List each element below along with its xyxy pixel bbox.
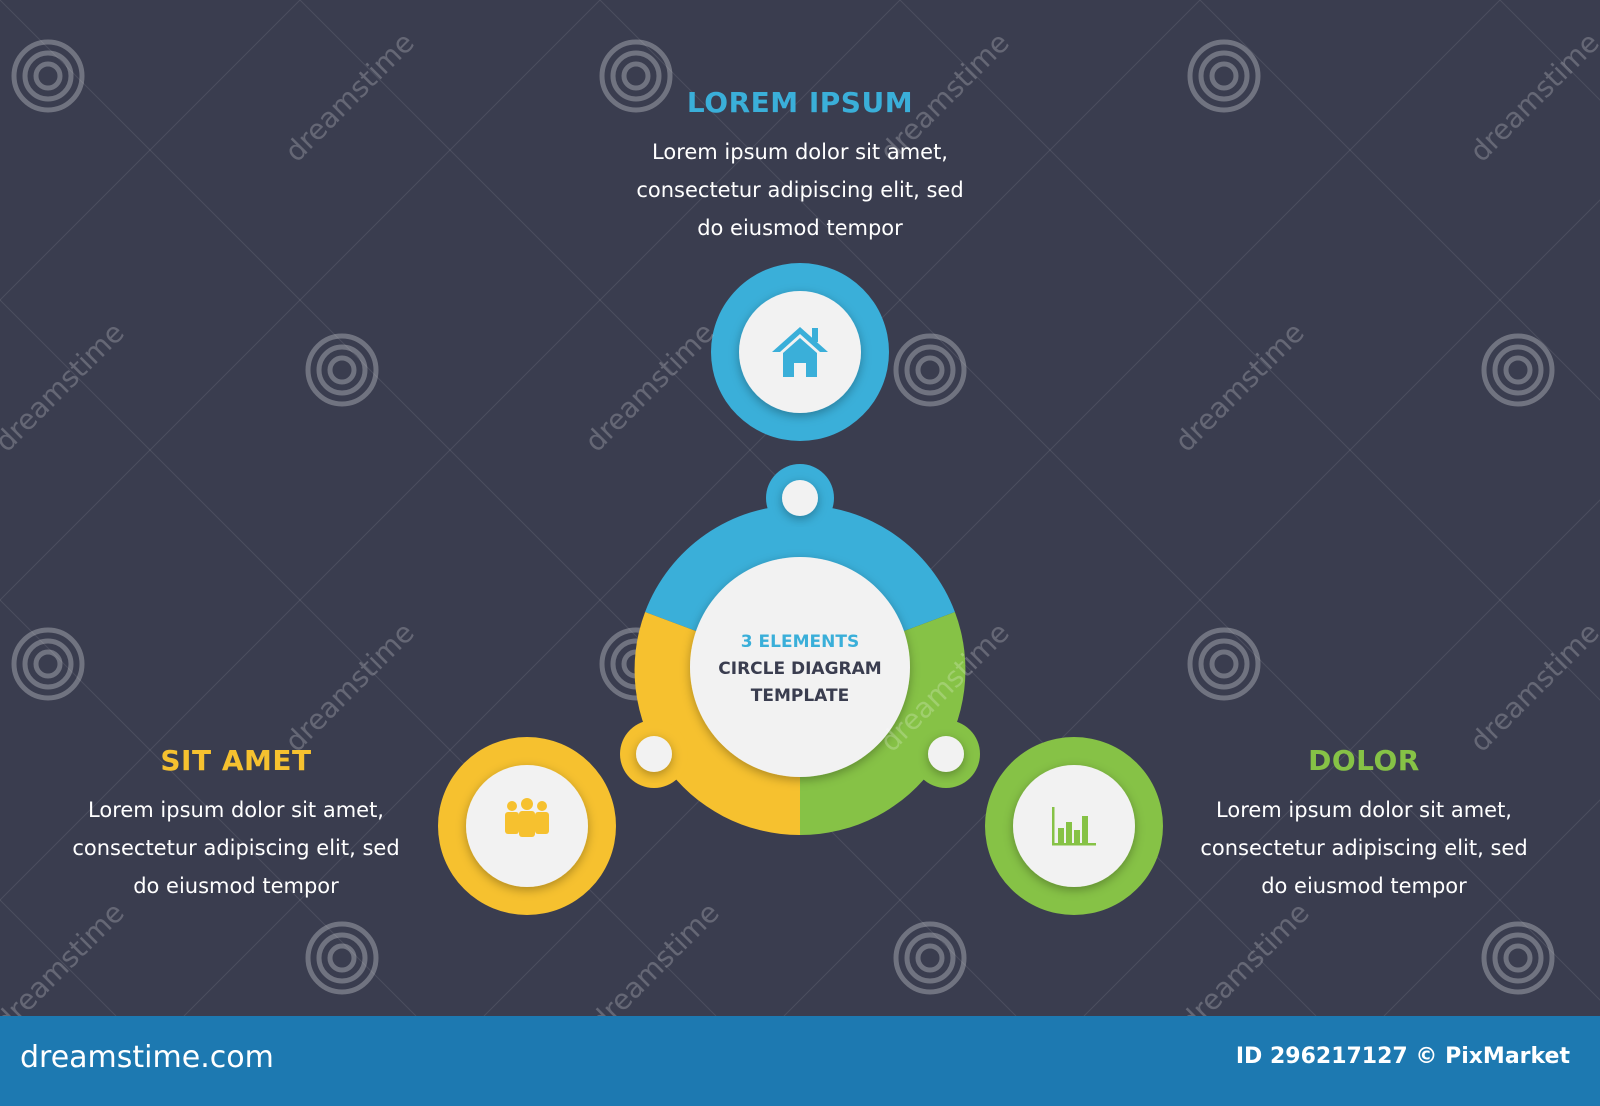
item-block-top: LOREM IPSUM Lorem ipsum dolor sit amet, … <box>590 86 1010 247</box>
item-text-top: Lorem ipsum dolor sit amet, consectetur … <box>590 133 1010 247</box>
item-text-line: do eiusmod tempor <box>133 874 339 898</box>
item-text-line: do eiusmod tempor <box>1261 874 1467 898</box>
watermark-logo-icon <box>305 333 379 407</box>
watermark-id-text: ID 296217127 <box>1235 1044 1408 1069</box>
watermark-logo-icon <box>11 39 85 113</box>
watermark-layer <box>0 0 1600 1016</box>
watermark-logo-icon <box>1481 921 1555 995</box>
diagram-canvas: 3 ELEMENTS CIRCLE DIAGRAM TEMPLATE <box>0 0 1600 1038</box>
item-text-left: Lorem ipsum dolor sit amet, consectetur … <box>26 791 446 905</box>
watermark-logo-icon <box>599 39 673 113</box>
item-inner-green <box>1013 765 1135 887</box>
item-text-line: consectetur adipiscing elit, sed <box>72 836 400 860</box>
watermark-site: dreamstime.com <box>20 1040 274 1075</box>
center-line-3: TEMPLATE <box>751 686 849 706</box>
watermark-logo-icon <box>893 333 967 407</box>
item-text-right: Lorem ipsum dolor sit amet, consectetur … <box>1154 791 1574 905</box>
item-block-right: DOLOR Lorem ipsum dolor sit amet, consec… <box>1154 744 1574 905</box>
watermark-id: ID 296217127 © PixMarket <box>1236 1044 1570 1069</box>
watermark-author: © PixMarket <box>1415 1044 1570 1069</box>
center-line-1: 3 ELEMENTS <box>741 632 859 652</box>
item-title-top: LOREM IPSUM <box>686 86 914 119</box>
watermark-logo-icon <box>1187 627 1261 701</box>
people-icon <box>505 798 549 837</box>
bar-chart-icon <box>1052 807 1096 846</box>
knob-dot-blue <box>782 480 818 516</box>
center-line-2: CIRCLE DIAGRAM <box>718 659 881 679</box>
house-icon <box>772 327 828 377</box>
watermark-footer: dreamstime.com ID 296217127 © PixMarket <box>0 1016 1600 1106</box>
watermark-logo-icon <box>1187 39 1261 113</box>
circle-diagram: 3 ELEMENTS CIRCLE DIAGRAM TEMPLATE <box>438 263 1163 915</box>
item-block-left: SIT AMET Lorem ipsum dolor sit amet, con… <box>26 744 446 905</box>
watermark-logo-icon <box>11 627 85 701</box>
watermark-logo-icon <box>305 921 379 995</box>
knob-dot-green <box>928 736 964 772</box>
center-disc <box>690 557 910 777</box>
item-text-line: consectetur adipiscing elit, sed <box>636 178 964 202</box>
knob-dot-yellow <box>636 736 672 772</box>
item-text-line: Lorem ipsum dolor sit amet, <box>1216 798 1512 822</box>
watermark-logo-icon <box>893 921 967 995</box>
watermark-logo-icon <box>1481 333 1555 407</box>
item-text-line: consectetur adipiscing elit, sed <box>1200 836 1528 860</box>
item-text-line: Lorem ipsum dolor sit amet, <box>652 140 948 164</box>
item-title-left: SIT AMET <box>160 744 312 777</box>
item-text-line: Lorem ipsum dolor sit amet, <box>88 798 384 822</box>
item-text-line: do eiusmod tempor <box>697 216 903 240</box>
item-title-right: DOLOR <box>1308 744 1420 777</box>
